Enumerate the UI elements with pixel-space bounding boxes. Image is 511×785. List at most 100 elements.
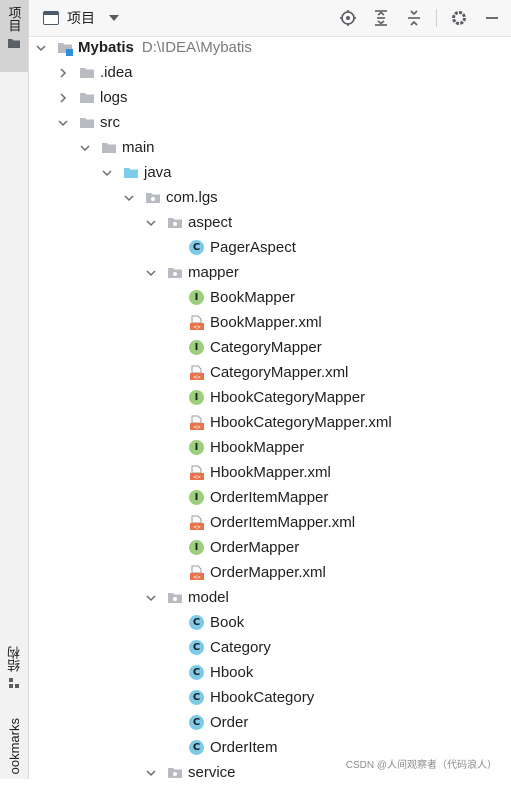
tree-row[interactable]: com.lgs bbox=[29, 185, 511, 210]
svg-text:<>: <> bbox=[193, 574, 201, 581]
tree-row-label: HbookCategory bbox=[210, 689, 315, 706]
tree-row[interactable]: model bbox=[29, 585, 511, 610]
interface-icon: I bbox=[189, 289, 205, 306]
chevron-down-icon[interactable] bbox=[145, 267, 157, 279]
tree-row[interactable]: <> BookMapper.xml bbox=[29, 310, 511, 335]
tree-row[interactable]: main bbox=[29, 135, 511, 160]
tree-row[interactable]: aspect bbox=[29, 210, 511, 235]
collapse-all-button[interactable] bbox=[403, 7, 425, 29]
class-icon: C bbox=[189, 239, 205, 256]
tree-row-label: aspect bbox=[188, 214, 233, 231]
tree-row-label: OrderItem bbox=[210, 739, 278, 756]
tree-row[interactable]: mapper bbox=[29, 260, 511, 285]
tree-row[interactable]: <>OrderMapper.xml bbox=[29, 560, 511, 585]
chevron-down-icon[interactable] bbox=[145, 592, 157, 604]
xml-file-icon: <> bbox=[189, 515, 205, 531]
folder-icon bbox=[79, 115, 95, 131]
svg-text:<>: <> bbox=[193, 424, 201, 431]
tree-row-label: java bbox=[144, 164, 172, 181]
view-selector[interactable]: 项目 bbox=[43, 8, 119, 28]
toolbar-actions bbox=[326, 0, 503, 36]
class-icon: C bbox=[189, 739, 205, 756]
project-folder-icon bbox=[8, 39, 20, 48]
class-icon: C bbox=[189, 614, 205, 631]
locate-icon bbox=[340, 10, 356, 26]
tree-row-label: Hbook bbox=[210, 664, 254, 681]
tree-row-label: HbookCategoryMapper.xml bbox=[210, 414, 392, 431]
tree-row[interactable]: <> HbookCategoryMapper.xml bbox=[29, 410, 511, 435]
project-tool-tab[interactable]: 项目 bbox=[0, 0, 28, 72]
tree-row-label: HbookMapper.xml bbox=[210, 464, 331, 481]
tree-row[interactable]: <> HbookMapper.xml bbox=[29, 460, 511, 485]
folder-icon bbox=[79, 90, 95, 106]
chevron-down-icon[interactable] bbox=[79, 142, 91, 154]
tree-row[interactable]: C PagerAspect bbox=[29, 235, 511, 260]
view-selector-label: 项目 bbox=[67, 10, 95, 26]
tree-row[interactable]: C HbookCategory bbox=[29, 685, 511, 710]
xml-file-icon: <> bbox=[189, 415, 205, 431]
bookmarks-tool-tab[interactable]: ookmarks bbox=[0, 712, 28, 779]
project-path: D:\IDEA\Mybatis bbox=[141, 39, 252, 56]
tree-row[interactable]: src bbox=[29, 110, 511, 135]
tree-row[interactable]: <> OrderItemMapper.xml bbox=[29, 510, 511, 535]
package-icon bbox=[167, 265, 183, 281]
expand-all-button[interactable] bbox=[370, 7, 392, 29]
tree-row-label: service bbox=[188, 764, 236, 781]
package-icon bbox=[167, 590, 183, 606]
svg-text:<>: <> bbox=[193, 524, 201, 531]
settings-button[interactable] bbox=[448, 7, 470, 29]
minimize-icon bbox=[486, 17, 498, 19]
class-icon: C bbox=[189, 689, 205, 706]
toolbar-separator bbox=[436, 9, 437, 27]
class-icon: C bbox=[189, 639, 205, 656]
tree-row-label: OrderItemMapper.xml bbox=[210, 514, 356, 531]
folder-icon bbox=[57, 40, 73, 56]
chevron-down-icon[interactable] bbox=[57, 117, 69, 129]
chevron-down-icon[interactable] bbox=[101, 167, 113, 179]
tree-row-label: logs bbox=[100, 89, 128, 106]
source-folder-icon bbox=[123, 165, 139, 181]
tree-row-label: main bbox=[122, 139, 155, 156]
svg-text:<>: <> bbox=[193, 474, 201, 481]
tree-row[interactable]: C OrderItem bbox=[29, 735, 511, 760]
tree-row-label: src bbox=[100, 114, 120, 131]
chevron-down-icon[interactable] bbox=[123, 192, 135, 204]
expand-all-icon bbox=[375, 10, 387, 26]
minimize-button[interactable] bbox=[481, 7, 503, 29]
project-tool-tab-label: 项目 bbox=[6, 6, 22, 32]
collapse-all-icon bbox=[408, 10, 420, 26]
tree-row-label: CategoryMapper bbox=[210, 339, 322, 356]
class-icon: C bbox=[189, 714, 205, 731]
structure-tool-tab[interactable]: 结构 bbox=[0, 640, 28, 700]
folder-icon bbox=[101, 140, 117, 156]
tree-row[interactable]: service bbox=[29, 760, 511, 785]
tree-row[interactable]: .idea bbox=[29, 60, 511, 85]
tree-row[interactable]: java bbox=[29, 160, 511, 185]
tree-row-label: PagerAspect bbox=[210, 239, 296, 256]
chevron-right-icon[interactable] bbox=[57, 92, 69, 104]
xml-file-icon: <> bbox=[189, 315, 205, 331]
xml-file-icon: <> bbox=[189, 365, 205, 381]
chevron-right-icon[interactable] bbox=[57, 67, 69, 79]
tree-row-label: CategoryMapper.xml bbox=[210, 364, 349, 381]
tree-row-label: BookMapper.xml bbox=[210, 314, 322, 331]
chevron-down-icon[interactable] bbox=[35, 42, 47, 54]
tree-row-label: HbookMapper bbox=[210, 439, 305, 456]
chevron-down-icon[interactable] bbox=[145, 767, 157, 779]
tree-row[interactable]: logs bbox=[29, 85, 511, 110]
interface-icon: I bbox=[189, 489, 205, 506]
locate-button[interactable] bbox=[337, 7, 359, 29]
tree-row[interactable]: <> CategoryMapper.xml bbox=[29, 360, 511, 385]
chevron-down-icon[interactable] bbox=[145, 217, 157, 229]
